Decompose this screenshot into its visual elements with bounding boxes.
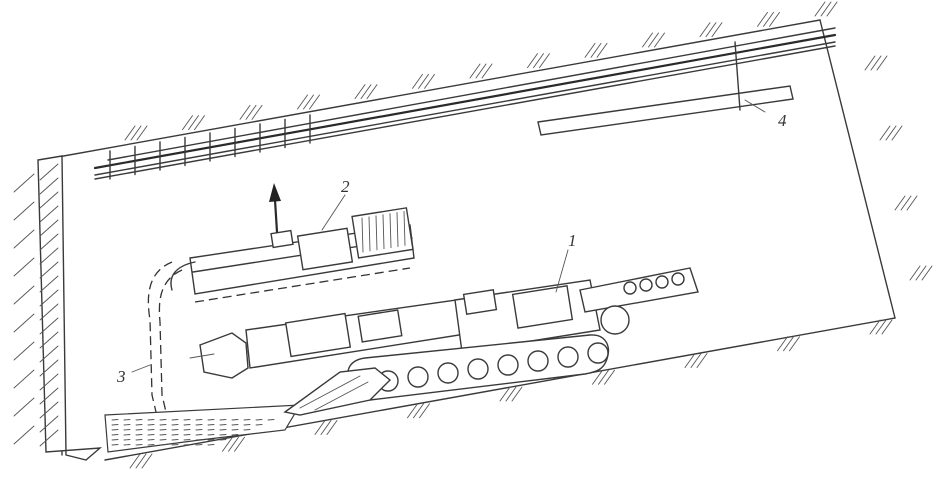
conveyor-roller [655, 275, 669, 289]
conveyor-roller [639, 278, 653, 292]
callout-label-1: 1 [568, 231, 577, 250]
track-wheel [437, 362, 459, 384]
hose-3 [147, 261, 183, 413]
conveyor-roller [623, 281, 637, 295]
roof-hatching [124, 1, 838, 141]
callout-label-4: 4 [778, 111, 787, 130]
pump-unit-2 [170, 207, 415, 303]
floor-hatching [129, 319, 893, 469]
sump-water [104, 404, 302, 453]
discharge-arrow [269, 183, 281, 234]
track-wheel [527, 350, 549, 372]
tunnel-outline [57, 19, 896, 461]
end-wall [13, 155, 103, 461]
track-wheel [497, 354, 519, 376]
callout-leaders [131, 99, 766, 373]
track-wheel [407, 366, 429, 388]
side-hatching [864, 55, 933, 281]
track-wheel [557, 346, 579, 368]
callout-label-2: 2 [341, 177, 350, 196]
track-wheel [587, 342, 609, 364]
callout-label-3: 3 [116, 367, 126, 386]
track-wheel [467, 358, 489, 380]
roadheader-1 [189, 267, 699, 416]
roof-rail [93, 27, 837, 180]
pipe-4 [537, 41, 794, 136]
conveyor-roller [671, 272, 685, 286]
